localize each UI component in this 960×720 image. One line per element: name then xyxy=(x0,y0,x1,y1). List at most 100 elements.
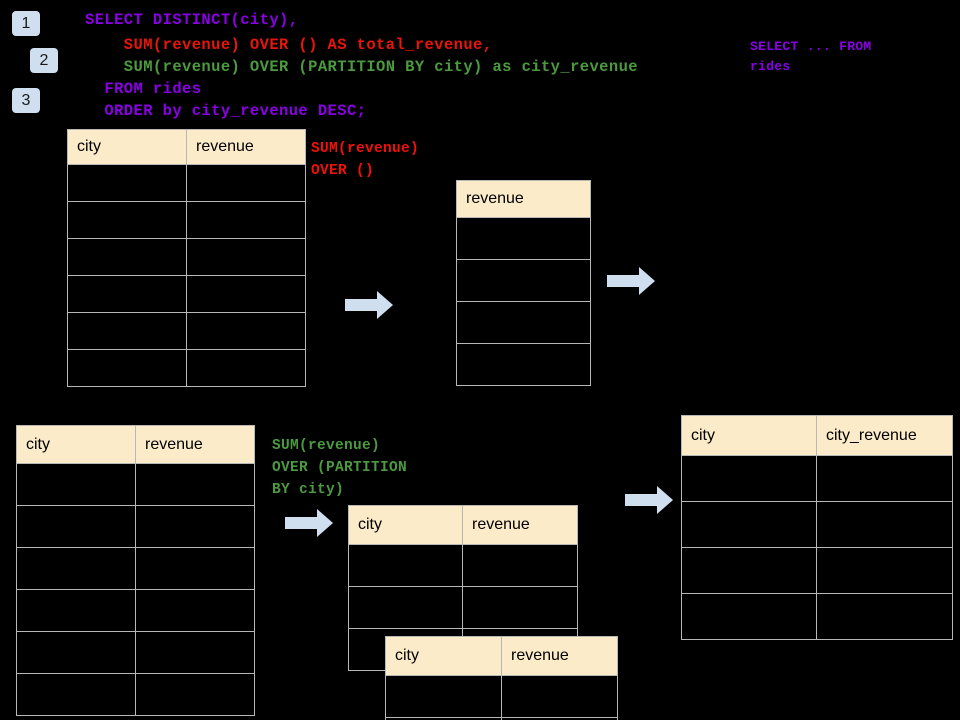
table-row xyxy=(681,593,953,640)
note-sum-over-partition: SUM(revenue) OVER (PARTITION BY city) xyxy=(272,438,408,498)
sql-line-select: SELECT DISTINCT(city), xyxy=(85,11,299,29)
table-cell xyxy=(16,589,136,632)
result-table: city city_revenue xyxy=(681,415,953,640)
table-row xyxy=(16,463,255,506)
table-cell xyxy=(816,593,953,640)
step-badge-3: 3 xyxy=(12,88,40,113)
table-cell xyxy=(681,593,817,640)
table-cell xyxy=(186,201,306,239)
table-cell xyxy=(816,501,953,548)
table-row xyxy=(681,547,953,594)
column-header-revenue: revenue xyxy=(135,425,255,464)
table-cell xyxy=(67,312,187,350)
table-row xyxy=(681,455,953,502)
table-header-row: city revenue xyxy=(67,129,306,165)
table-cell xyxy=(135,673,255,716)
table-cell xyxy=(186,349,306,387)
column-header-revenue: revenue xyxy=(186,129,306,165)
table-row xyxy=(67,238,306,276)
arrow-partition-to-result xyxy=(625,486,673,514)
table-cell xyxy=(135,505,255,548)
table-row xyxy=(16,631,255,674)
table-cell xyxy=(456,217,591,260)
table-row xyxy=(67,275,306,313)
sql-line-from: FROM rides xyxy=(85,80,202,98)
step-badge-1: 1 xyxy=(12,11,40,36)
column-header-city: city xyxy=(348,505,463,545)
table-header-row: revenue xyxy=(456,180,591,218)
column-header-city: city xyxy=(681,415,817,456)
table-row xyxy=(385,717,618,720)
column-header-city: city xyxy=(16,425,136,464)
table-row xyxy=(16,673,255,716)
table-cell xyxy=(348,544,463,587)
arrow-source-to-total xyxy=(345,291,393,319)
column-header-city: city xyxy=(67,129,187,165)
table-cell xyxy=(385,675,502,718)
table-row xyxy=(348,586,578,629)
table-cell xyxy=(186,238,306,276)
table-row xyxy=(385,675,618,718)
table-cell xyxy=(186,275,306,313)
table-cell xyxy=(135,547,255,590)
table-row xyxy=(348,544,578,587)
source-table-top: city revenue xyxy=(67,129,306,387)
table-cell xyxy=(16,631,136,674)
table-row xyxy=(456,217,591,260)
total-revenue-table: revenue xyxy=(456,180,591,386)
table-row xyxy=(456,301,591,344)
table-cell xyxy=(16,463,136,506)
step-badge-2: 2 xyxy=(30,48,58,73)
note-select-from-rides: SELECT ... FROM rides xyxy=(750,39,872,74)
table-header-row: city revenue xyxy=(385,636,618,676)
table-cell xyxy=(16,547,136,590)
table-cell xyxy=(501,675,618,718)
table-row xyxy=(456,343,591,386)
column-header-revenue: revenue xyxy=(501,636,618,676)
table-cell xyxy=(456,301,591,344)
table-cell xyxy=(67,275,187,313)
table-cell xyxy=(462,586,578,629)
table-cell xyxy=(135,631,255,674)
table-row xyxy=(456,259,591,302)
note-sum-over-empty: SUM(revenue) OVER () xyxy=(311,141,420,179)
sql-line-sum-over-partition: SUM(revenue) OVER (PARTITION BY city) as… xyxy=(85,58,638,76)
table-header-row: city city_revenue xyxy=(681,415,953,456)
table-cell xyxy=(816,547,953,594)
sql-line-order-by: ORDER by city_revenue DESC; xyxy=(85,102,367,120)
arrow-total-to-result xyxy=(607,267,655,295)
table-cell xyxy=(67,201,187,239)
arrow-source-to-partition xyxy=(285,509,333,537)
table-row xyxy=(16,505,255,548)
table-cell xyxy=(67,349,187,387)
table-row xyxy=(67,201,306,239)
table-cell xyxy=(16,673,136,716)
table-cell xyxy=(67,164,187,202)
source-table-bottom: city revenue xyxy=(16,425,255,716)
table-cell xyxy=(456,259,591,302)
table-cell xyxy=(348,586,463,629)
table-cell xyxy=(816,455,953,502)
table-row xyxy=(681,501,953,548)
table-cell xyxy=(456,343,591,386)
table-cell xyxy=(501,717,618,720)
table-cell xyxy=(135,589,255,632)
table-row xyxy=(67,349,306,387)
column-header-city-revenue: city_revenue xyxy=(816,415,953,456)
column-header-city: city xyxy=(385,636,502,676)
table-row xyxy=(16,589,255,632)
table-header-row: city revenue xyxy=(16,425,255,464)
sql-line-sum-over-empty: SUM(revenue) OVER () AS total_revenue, xyxy=(85,36,493,54)
table-row xyxy=(16,547,255,590)
column-header-revenue: revenue xyxy=(462,505,578,545)
table-cell xyxy=(681,455,817,502)
table-cell xyxy=(186,164,306,202)
table-row xyxy=(67,164,306,202)
table-header-row: city revenue xyxy=(348,505,578,545)
table-row xyxy=(67,312,306,350)
table-cell xyxy=(681,501,817,548)
table-cell xyxy=(135,463,255,506)
column-header-revenue: revenue xyxy=(456,180,591,218)
table-cell xyxy=(67,238,187,276)
